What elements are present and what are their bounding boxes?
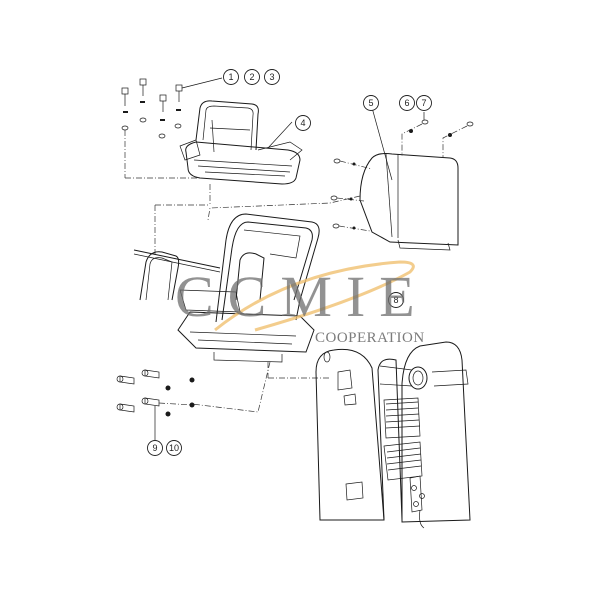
callout-2: 2 — [244, 69, 260, 85]
callout-3: 3 — [264, 69, 280, 85]
svg-text:2: 2 — [249, 72, 254, 82]
svg-text:4: 4 — [300, 118, 305, 128]
callout-9: 9 — [147, 440, 163, 456]
seat-bolts — [121, 77, 223, 179]
callout-5: 5 — [363, 95, 379, 111]
svg-text:1: 1 — [228, 72, 233, 82]
seat-frame — [133, 213, 330, 413]
watermark-subtitle: COOPERATION — [315, 330, 425, 346]
callout-7: 7 — [416, 95, 432, 111]
svg-text:5: 5 — [368, 98, 373, 108]
callout-6: 6 — [399, 95, 415, 111]
svg-text:10: 10 — [169, 443, 179, 453]
svg-text:8: 8 — [393, 295, 398, 305]
svg-text:7: 7 — [421, 98, 426, 108]
svg-text:9: 9 — [152, 443, 157, 453]
side-cover — [207, 103, 474, 251]
callout-8: 8 — [388, 292, 404, 308]
svg-text:6: 6 — [404, 98, 409, 108]
callout-1: 1 — [223, 69, 239, 85]
watermark-logo: CCMIE — [175, 264, 429, 329]
seat — [154, 100, 303, 255]
svg-text:3: 3 — [269, 72, 274, 82]
frame-bolts — [116, 369, 195, 440]
callout-10: 10 — [166, 440, 182, 456]
watermark-swoosh — [214, 260, 415, 332]
winch-housing — [315, 341, 471, 529]
callout-4: 4 — [295, 115, 311, 131]
